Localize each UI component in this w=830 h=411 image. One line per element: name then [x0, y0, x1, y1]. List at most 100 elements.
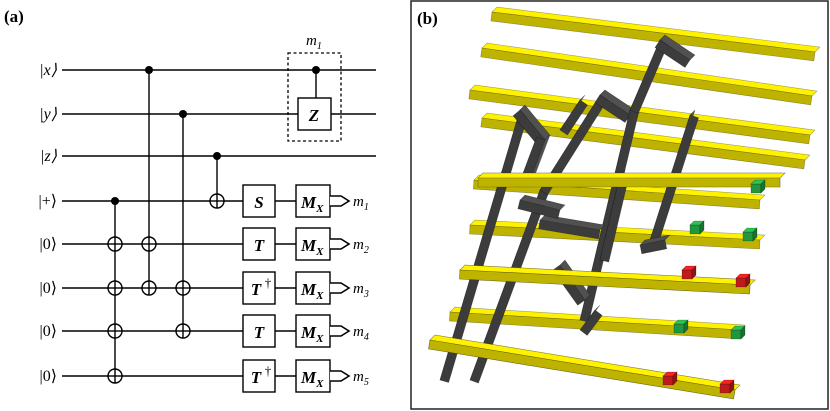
red-marker-side — [745, 273, 751, 288]
red-marker — [719, 383, 731, 394]
control-dot — [179, 110, 187, 118]
gate-label: S — [254, 193, 263, 212]
svg-text:m4: m4 — [353, 324, 369, 343]
green-marker — [750, 183, 762, 194]
z-gate-box — [297, 97, 332, 131]
panel-b-lattice: (b) — [410, 0, 829, 410]
gate-label: T — [254, 323, 265, 342]
dual-rod-top — [659, 34, 696, 61]
green-marker-side — [683, 319, 689, 334]
measure-label: M — [300, 236, 317, 255]
primal-rod-front — [477, 177, 781, 188]
input-labels: |x⟩ |y⟩ |z⟩ |+⟩ |0⟩ |0⟩ |0⟩ |0⟩ — [39, 62, 58, 385]
input-label: |0⟩ — [40, 280, 57, 297]
cnot-target — [175, 323, 191, 339]
z-gate-label: Z — [308, 106, 319, 125]
input-label: |0⟩ — [40, 368, 57, 385]
measure-label: M — [300, 193, 317, 212]
red-marker — [735, 277, 747, 288]
input-label: |y⟩ — [39, 106, 58, 123]
green-marker — [673, 323, 685, 334]
panel-a-label: (a) — [4, 7, 24, 26]
output-label: m — [353, 324, 364, 340]
braided-lattice — [428, 6, 821, 400]
svg-text:m1: m1 — [306, 33, 322, 52]
measure-row: MX m4 — [295, 314, 369, 348]
green-marker-side — [760, 179, 766, 194]
output-label: m — [353, 194, 364, 210]
red-marker-side — [672, 371, 678, 386]
control-dots — [111, 66, 320, 205]
control-lines — [114, 70, 218, 383]
output-sub: 5 — [364, 377, 369, 388]
svg-text:MX: MX — [300, 236, 324, 258]
green-marker-side — [699, 220, 705, 235]
primal-rod — [469, 224, 761, 250]
controlled-z-block: Z m1 — [287, 33, 342, 142]
dagger-mark: † — [265, 275, 272, 290]
dual-rod — [517, 199, 561, 220]
panel-b-label: (b) — [417, 9, 438, 28]
measure-row: MX m3 — [295, 271, 369, 305]
gate-box — [242, 184, 276, 218]
input-label: |x⟩ — [39, 62, 58, 79]
primal-rod-front-top — [477, 172, 786, 179]
input-label: |z⟩ — [40, 148, 58, 165]
measure-row: MX m5 — [295, 359, 369, 393]
cnot-target — [141, 236, 157, 252]
red-marker — [681, 269, 693, 280]
dual-rod — [538, 219, 601, 240]
measure-sub: X — [315, 378, 324, 390]
primal-rod — [490, 11, 816, 62]
control-dot — [145, 66, 153, 74]
svg-text:m2: m2 — [353, 237, 369, 256]
red-marker-side — [729, 379, 735, 394]
measure-sub: X — [315, 203, 324, 215]
input-label: |0⟩ — [40, 323, 57, 340]
cnot-target — [107, 368, 123, 384]
dual-rod — [654, 39, 691, 68]
svg-text:m5: m5 — [353, 369, 369, 388]
panel-a-circuit: (a) |x⟩ |y⟩ |z⟩ |+⟩ |0⟩ |0⟩ |0⟩ |0⟩ — [4, 7, 376, 393]
cnot-target — [175, 280, 191, 296]
dual-rod — [579, 309, 603, 336]
dagger-mark: † — [265, 363, 272, 378]
dual-rod — [594, 94, 631, 123]
output-label: m — [353, 281, 364, 297]
output-sub: 4 — [364, 332, 369, 343]
cnot-target — [107, 280, 123, 296]
phase-gates: S T T † T T † — [242, 184, 276, 393]
output-sub: 2 — [364, 245, 369, 256]
gate-box — [242, 271, 276, 305]
green-marker — [689, 224, 701, 235]
gate-label: T — [254, 236, 265, 255]
green-marker — [730, 329, 742, 340]
gate-label: T — [251, 368, 262, 387]
primal-rod-front — [428, 339, 736, 400]
output-label: m — [353, 369, 364, 385]
measure-label: M — [300, 323, 317, 342]
measure-label: M — [300, 368, 317, 387]
cnot-targets — [107, 193, 225, 384]
red-marker-side — [691, 265, 697, 280]
measure-sub: X — [315, 246, 324, 258]
green-marker-side — [740, 325, 746, 340]
measure-sub: X — [315, 333, 324, 345]
input-label: |+⟩ — [39, 193, 57, 210]
dual-rod — [559, 99, 588, 136]
measure-row: MX m1 — [295, 184, 369, 218]
svg-text:MX: MX — [300, 323, 324, 345]
gate-box — [242, 359, 276, 393]
top-measure-label: m — [306, 33, 317, 49]
svg-text:m3: m3 — [353, 281, 369, 300]
control-dot — [213, 152, 221, 160]
primal-rod-front — [459, 269, 751, 295]
red-marker — [662, 375, 674, 386]
output-sub: 3 — [363, 289, 369, 300]
gate-label: T — [251, 280, 262, 299]
control-dot — [111, 197, 119, 205]
output-sub: 1 — [364, 202, 369, 213]
measure-label: M — [300, 280, 317, 299]
svg-text:MX: MX — [300, 193, 324, 215]
